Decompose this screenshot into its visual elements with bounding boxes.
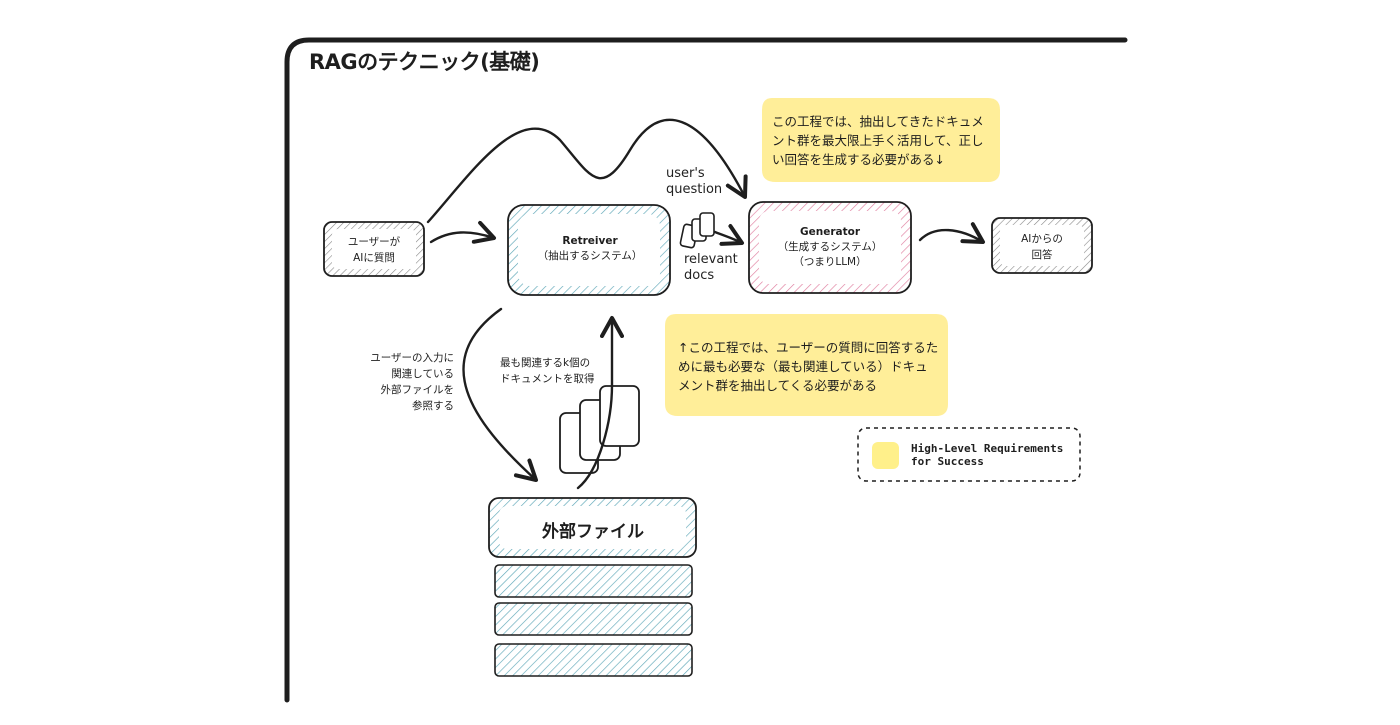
arrow-generator-to-answer [918,222,985,244]
legend-line1: High-Level Requirements [911,442,1064,455]
arrow-files-to-retriever [576,316,624,490]
retriever-node [507,204,671,296]
users-question-line2: question [666,182,723,197]
reference-line4: 参照する [412,400,454,412]
legend-box [857,427,1081,482]
arrow-retriever-to-files [462,307,538,482]
ai-answer-line1: AIからの [1021,233,1063,245]
users-question-line1: user's [666,166,705,181]
legend-label: High-Level Requirements for Success [911,442,1063,468]
user-input-line1: ユーザーが [347,236,401,248]
file-layer-1 [494,564,693,598]
retriever-desc: （抽出するシステム） [537,250,643,262]
file-layer-3 [494,643,693,677]
reference-line1: ユーザーの入力に [370,352,454,364]
arrow-docs-to-generator [713,224,744,246]
legend-swatch [872,442,899,469]
page-title: RAGのテクニック(基礎) [309,50,540,74]
file-layer-2 [494,602,693,636]
generator-note-bg [762,98,1000,182]
relevant-docs-line2: docs [684,268,715,283]
generator-name: Generator [799,226,860,238]
retriever-name: Retreiver [562,235,618,247]
retriever-note-bg [665,314,948,416]
user-input-label: ユーザーが AIに質問 [334,234,414,266]
generator-note: この工程では、抽出してきたドキュメント群を最大限上手く活用して、正しい回答を生成… [772,114,984,167]
arrow-user-to-generator [426,118,748,224]
ai-answer-label: AIからの 回答 [1002,231,1082,263]
retrieve-topk-line2: ドキュメントを取得 [500,373,595,385]
users-question-label: user's question [666,166,722,198]
retriever-note: ↑この工程では、ユーザーの質問に回答するために最も必要な（最も関連している）ドキ… [678,340,939,393]
ai-answer-node [991,217,1093,274]
reference-label: ユーザーの入力に 関連している 外部ファイルを 参照する [364,350,454,414]
user-input-line2: AIに質問 [353,252,395,264]
external-files-label: 外部ファイル [542,522,644,542]
reference-line3: 外部ファイルを [380,384,455,396]
ai-answer-line2: 回答 [1031,249,1053,261]
external-files-node [488,497,697,558]
relevant-docs-label: relevant docs [684,252,738,284]
user-input-node [323,221,425,277]
frame-border [284,37,1128,703]
relevant-docs-line1: relevant [684,252,738,267]
reference-line2: 関連している [391,368,454,380]
retriever-label: Retreiver （抽出するシステム） [520,234,660,264]
relevant-docs-icon [679,212,715,249]
arrow-user-to-retriever [429,220,496,244]
retrieve-topk-label: 最も関連するk個の ドキュメントを取得 [500,355,595,387]
generator-label: Generator （生成するシステム） （つまりLLM） [760,225,900,270]
retrieve-topk-line1: 最も関連するk個の [500,357,591,369]
generator-node [748,201,912,294]
generator-desc1: （生成するシステム） [777,241,883,253]
retrieved-docs-stack [559,385,640,474]
generator-desc2: （つまりLLM） [793,256,867,268]
legend-line2: for Success [911,455,984,468]
